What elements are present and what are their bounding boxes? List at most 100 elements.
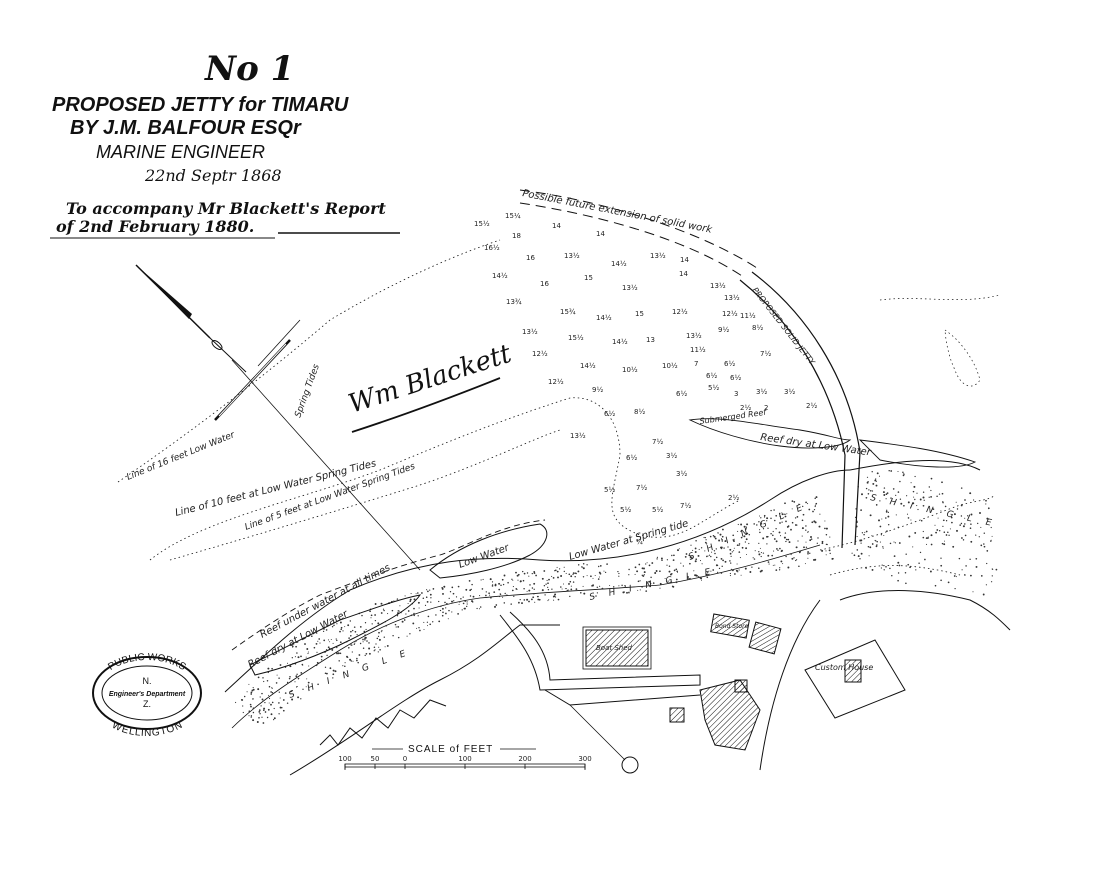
depth-sounding: 14½ [580, 362, 596, 370]
depth-sounding: ¼ [636, 538, 643, 546]
public-works-stamp: PUBLIC WORKS WELLINGTON N. Engineer's De… [92, 652, 202, 739]
label-shingle-1: SHINGLE [869, 493, 1006, 531]
depth-sounding: 13½ [650, 252, 666, 260]
depth-sounding: 7½ [652, 438, 663, 446]
depth-sounding: 14 [679, 270, 688, 278]
label-reef-dry: Reef dry at Low Water [760, 432, 873, 459]
label-shingle-4: SHINGLE [687, 498, 817, 563]
depth-sounding: 15½ [474, 220, 490, 228]
depth-sounding: 11½ [740, 312, 756, 320]
depth-sounding: 16 [526, 254, 535, 262]
depth-sounding: 5½ [652, 506, 663, 514]
depth-sounding: 6½ [706, 372, 717, 380]
depth-sounding: 3½ [666, 452, 677, 460]
depth-sounding: 7 [694, 360, 698, 368]
title-line-3: MARINE ENGINEER [96, 142, 265, 162]
scale-label: SCALE of FEET [408, 744, 493, 755]
depth-sounding: 6½ [604, 410, 615, 418]
depth-sounding: 14½ [611, 260, 627, 268]
depth-sounding: 14 [680, 256, 689, 264]
depth-sounding: 2½ [740, 404, 751, 412]
boat-shed [585, 629, 649, 667]
depth-sounding: 13½ [522, 328, 538, 336]
scale-tick-label: 100 [458, 755, 471, 763]
scale-tick-label: 0 [403, 755, 407, 763]
label-spring-tides: Spring Tides [293, 363, 322, 419]
depth-sounding: 2½ [728, 494, 739, 502]
label-low-water-spring: Low Water at Spring tide [568, 518, 690, 563]
label-shingle-3: SHINGLE [288, 644, 421, 700]
depth-sounding: 13½ [686, 332, 702, 340]
stamp-n: N. [143, 676, 152, 686]
depth-sounding: 15 [584, 274, 593, 282]
depth-sounding: 13¾ [506, 298, 522, 306]
depth-sounding: 7½ [636, 484, 647, 492]
depth-sounding: 3 [734, 390, 738, 398]
scale-tick-label: 100 [338, 755, 351, 763]
depth-sounding: 5½ [604, 486, 615, 494]
depth-sounding: 7½ [680, 502, 691, 510]
depth-sounding: 9½ [718, 326, 729, 334]
accompany-line-2: of 2nd February 1880. [56, 217, 254, 236]
scale-tick-label: 200 [518, 755, 531, 763]
depth-sounding: 14 [596, 230, 605, 238]
scale-bar: SCALE of FEET 100 50 0 100 200 300 [338, 744, 592, 770]
depth-sounding: 6½ [724, 360, 735, 368]
title-line-1: PROPOSED JETTY for TIMARU [52, 94, 349, 116]
label-possible-extension: Possible future extension of solid work [521, 188, 714, 236]
depth-sounding: 5½ [708, 384, 719, 392]
depth-sounding: 12½ [532, 350, 548, 358]
depth-sounding: 13½ [724, 294, 740, 302]
depth-sounding: 12½ [722, 310, 738, 318]
svg-text:Wm Blackett: Wm Blackett [345, 339, 516, 420]
stamp-bottom: WELLINGTON [110, 720, 184, 739]
depth-sounding: 5½ [620, 506, 631, 514]
signature: Wm Blackett [345, 339, 516, 433]
depth-sounding: 15¼ [505, 212, 521, 220]
depth-sounding: 6½ [676, 390, 687, 398]
stamp-middle: Engineer's Department [109, 691, 186, 698]
map-labels: Possible future extension of solid work … [125, 188, 1006, 701]
north-arrow [135, 264, 421, 571]
depth-sounding: 14½ [612, 338, 628, 346]
title-block: No 1 PROPOSED JETTY for TIMARU BY J.M. B… [50, 49, 400, 239]
custom-house-yard [804, 639, 906, 719]
depth-sounding: 15¾ [560, 308, 576, 316]
map-number: No 1 [204, 49, 294, 89]
bond-store [710, 613, 750, 639]
label-bond-store: Bond Store [715, 623, 749, 630]
depth-sounding: 13½ [570, 432, 586, 440]
depth-sounding: 16 [540, 280, 549, 288]
depth-sounding: 12½ [548, 378, 564, 386]
depth-sounding: 15½ [568, 334, 584, 342]
depth-sounding: 16½ [484, 244, 500, 252]
coastline [117, 239, 1011, 776]
depth-sounding: 3½ [756, 388, 767, 396]
depth-sounding: 7½ [760, 350, 771, 358]
reef-shapes [249, 418, 977, 676]
depth-sounding: 2½ [806, 402, 817, 410]
scale-tick-label: 300 [578, 755, 591, 763]
proposed-jetty [519, 189, 861, 549]
depth-sounding: 11½ [690, 346, 706, 354]
depth-sounding: 10½ [662, 362, 678, 370]
depth-sounding: 9½ [592, 386, 603, 394]
depth-soundings: 15½ 15¼ 18 14 14 16½ 16 13½ 14½ 13½ 14 14½ 16 15 13½ 14… [474, 212, 817, 546]
depth-sounding: 3½ [676, 470, 687, 478]
depth-sounding: 18 [512, 232, 521, 240]
depth-sounding: 14 [552, 222, 561, 230]
stamp-z: Z. [143, 699, 151, 709]
depth-sounding: 12½ [672, 308, 688, 316]
depth-sounding: 14½ [596, 314, 612, 322]
depth-sounding: 10½ [622, 366, 638, 374]
depth-sounding: 13½ [622, 284, 638, 292]
depth-sounding: 3½ [784, 388, 795, 396]
depth-sounding: 13½ [564, 252, 580, 260]
depth-sounding: 13½ [710, 282, 726, 290]
label-custom-house: Custom House [815, 663, 873, 672]
scale-tick-label: 50 [371, 755, 380, 763]
stamp-top: PUBLIC WORKS [106, 652, 187, 673]
depth-sounding: 2 [764, 404, 768, 412]
title-date: 22nd Septr 1868 [144, 166, 282, 185]
